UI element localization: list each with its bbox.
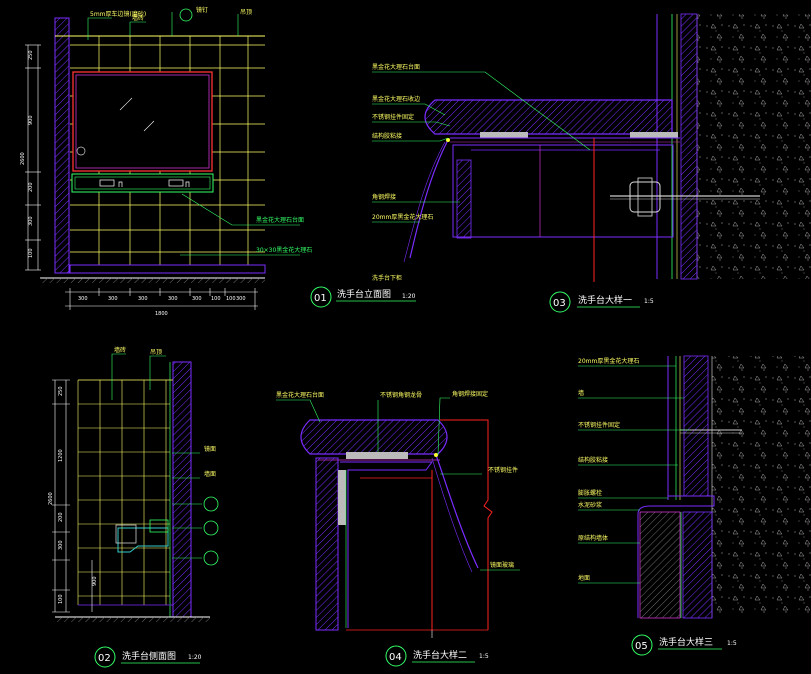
note-01-top-3: 镜钉 bbox=[196, 6, 208, 14]
dim-01-left-4: 300 bbox=[28, 216, 34, 226]
dim-01-bottom-2: 300 bbox=[108, 296, 118, 302]
dim-01-left-2: 900 bbox=[28, 115, 34, 125]
note-03-5: 角钢焊接 bbox=[372, 193, 396, 201]
drawing-04-number: 04 bbox=[389, 652, 402, 663]
note-03-1: 黑金花大理石台面 bbox=[372, 63, 420, 71]
dim-02-left-2: 1200 bbox=[58, 449, 64, 462]
note-03-6: 20mm厚黑金花大理石 bbox=[372, 213, 433, 221]
drawing-01-elevation: 250 900 200 300 100 2600 300 300 300 300… bbox=[20, 6, 416, 317]
note-03-4: 结构胶粘接 bbox=[372, 132, 402, 140]
drawing-05-scale: 1:5 bbox=[727, 640, 737, 647]
dim-01-bottom-8: 300 bbox=[236, 296, 246, 302]
dim-02-left-5: 100 bbox=[58, 594, 64, 604]
note-04-2: 不锈钢角钢龙骨 bbox=[380, 391, 422, 399]
dim-02-left-4: 300 bbox=[58, 540, 64, 550]
note-05-4: 结构胶粘接 bbox=[578, 456, 608, 464]
note-01-top-4: 吊顶 bbox=[240, 9, 252, 16]
note-01-side-1: 黑金花大理石台面 bbox=[256, 216, 304, 224]
drawing-03-number: 03 bbox=[553, 298, 566, 309]
note-04-3: 角钢焊接固定 bbox=[452, 390, 488, 398]
dim-02-mid: 900 bbox=[92, 576, 98, 586]
drawing-01-scale: 1:20 bbox=[402, 293, 416, 300]
dim-01-left-5: 100 bbox=[28, 248, 34, 258]
note-02-top-2: 吊顶 bbox=[150, 349, 162, 356]
dim-02-left-1: 250 bbox=[58, 386, 64, 396]
note-05-2: 墙 bbox=[578, 389, 584, 397]
drawing-03-title: 洗手台大样一 bbox=[578, 294, 632, 306]
drawing-03-scale: 1:5 bbox=[644, 298, 654, 305]
dim-01-bottom-6: 100 bbox=[211, 296, 221, 302]
drawing-04-detail: 黑金花大理石台面 不锈钢角钢龙骨 角钢焊接固定 不锈钢挂件 镜面玻璃 04 洗手… bbox=[276, 390, 520, 667]
dim-02-left-total: 2600 bbox=[48, 492, 54, 505]
dim-01-bottom-7: 100 bbox=[226, 296, 236, 302]
drawing-04-scale: 1:5 bbox=[479, 653, 489, 660]
note-02-right-1: 镜面 bbox=[204, 445, 216, 453]
drawing-02-scale: 1:20 bbox=[188, 654, 202, 661]
drawing-04-title: 洗手台大样二 bbox=[413, 649, 467, 661]
note-03-bottom: 洗手台下柜 bbox=[372, 274, 402, 282]
note-03-3: 不锈钢挂件固定 bbox=[372, 113, 414, 121]
note-03-2: 黑金花大理石收边 bbox=[372, 95, 420, 103]
note-04-1: 黑金花大理石台面 bbox=[276, 391, 324, 399]
dim-01-bottom-1: 300 bbox=[78, 296, 88, 302]
dim-01-left-3: 200 bbox=[28, 182, 34, 192]
drawing-02-title: 洗手台侧面图 bbox=[122, 650, 176, 662]
drawing-02-side: 250 1200 200 300 100 2600 900 墙砖 吊顶 镜面 墙… bbox=[48, 346, 219, 668]
note-04-4: 不锈钢挂件 bbox=[488, 466, 518, 474]
note-01-top-2: 墙砖 bbox=[132, 14, 144, 22]
note-05-7: 原结构墙体 bbox=[578, 534, 608, 542]
dim-01-total: 1800 bbox=[155, 311, 168, 317]
note-05-3: 不锈钢挂件固定 bbox=[578, 421, 620, 429]
note-04-right: 镜面玻璃 bbox=[490, 561, 514, 569]
note-01-top-1: 5mm厚车边镜(磨砂) bbox=[90, 10, 146, 18]
drawing-01-title: 洗手台立面图 bbox=[337, 288, 391, 300]
note-02-right-2: 墙面 bbox=[204, 470, 216, 478]
note-05-8: 地面 bbox=[578, 574, 590, 582]
note-05-5: 膨胀螺栓 bbox=[578, 489, 602, 497]
dim-01-bottom-5: 300 bbox=[192, 296, 202, 302]
dim-01-left-total: 2600 bbox=[20, 152, 26, 165]
dim-01-bottom-3: 300 bbox=[138, 296, 148, 302]
drawing-03-detail: 黑金花大理石台面 黑金花大理石收边 不锈钢挂件固定 结构胶粘接 角钢焊接 20m… bbox=[372, 13, 811, 313]
dim-02-left-3: 200 bbox=[58, 512, 64, 522]
note-01-side-2: 30×30黑金花大理石 bbox=[256, 246, 312, 254]
dim-01-bottom-4: 300 bbox=[168, 296, 178, 302]
drawing-05-number: 05 bbox=[635, 641, 648, 652]
note-05-6: 水泥砂浆 bbox=[578, 501, 602, 509]
note-02-top-1: 墙砖 bbox=[114, 346, 126, 354]
drawing-05-detail: 20mm厚黑金花大理石 墙 不锈钢挂件固定 结构胶粘接 膨胀螺栓 水泥砂浆 原结… bbox=[578, 355, 811, 656]
note-05-1: 20mm厚黑金花大理石 bbox=[578, 357, 639, 365]
drawing-02-number: 02 bbox=[98, 653, 111, 664]
drawing-01-number: 01 bbox=[314, 293, 327, 304]
drawing-05-title: 洗手台大样三 bbox=[659, 636, 713, 648]
dim-01-left-1: 250 bbox=[28, 50, 34, 60]
